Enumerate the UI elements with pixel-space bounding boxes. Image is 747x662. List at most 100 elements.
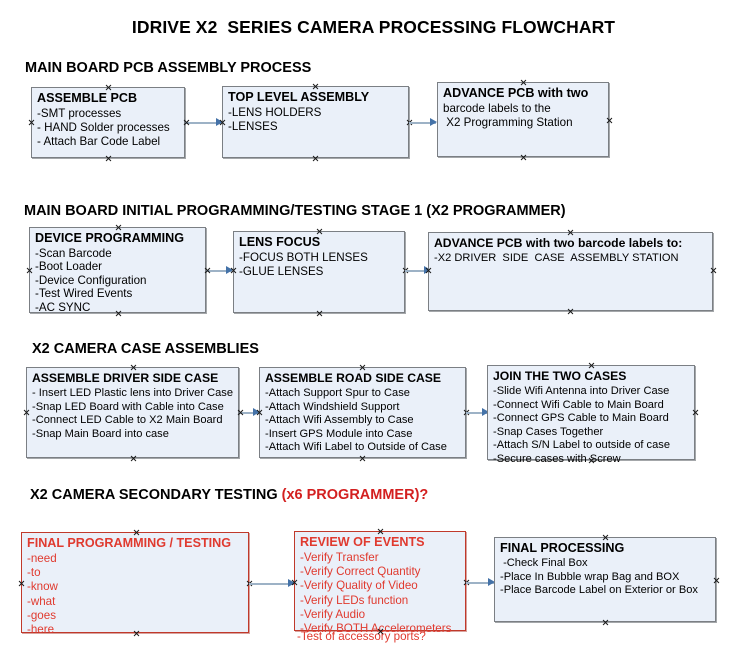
box-line: -Attach Support Spur to Case (265, 387, 410, 399)
box-final-processing[interactable]: FINAL PROCESSING -Check Final Box -Place… (494, 537, 716, 622)
section-header-main-board-pcb-assembly-process: MAIN BOARD PCB ASSEMBLY PROCESS (25, 60, 312, 76)
connector-device-programming-to-lens-focus (206, 270, 232, 272)
box-line: -Insert GPS Module into Case (265, 427, 413, 440)
page-title: IDRIVE X2 SERIES CAMERA PROCESSING FLOWC… (131, 17, 616, 37)
box-line: -Verify Correct Quantity (300, 565, 421, 579)
box-line: -Test Wired Events (35, 287, 133, 301)
box-title: FINAL PROGRAMMING / TESTING (27, 536, 232, 550)
box-line: -LENSES (228, 120, 278, 134)
section-header-accent: (x6 PROGRAMMER)? (281, 487, 429, 503)
box-title: ASSEMBLE ROAD SIDE CASE (265, 371, 442, 385)
box-line: -Slide Wifi Antenna into Driver Case (493, 385, 670, 397)
box-line: -to (27, 566, 41, 580)
box-line: - Attach Bar Code Label (37, 135, 161, 149)
box-body: barcode labels to the X2 Programming Sta… (443, 102, 604, 130)
box-line: -Verify Transfer (300, 551, 379, 564)
box-line: -GLUE LENSES (239, 265, 324, 279)
connector-driver-side-to-road-side (239, 412, 260, 414)
box-body: -Check Final Box -Place In Bubble wrap B… (500, 557, 711, 598)
box-line: X2 Programming Station (443, 116, 573, 130)
arrowhead-icon (482, 408, 489, 416)
box-line: -Connect Wifi Cable to Main Board (493, 398, 664, 411)
box-title: TOP LEVEL ASSEMBLY (228, 90, 370, 104)
box-title: JOIN THE TWO CASES (493, 369, 627, 383)
connector-assemble-pcb-to-top-level-assembly (185, 122, 221, 124)
box-line: -Boot Loader (35, 260, 103, 274)
box-join-the-two-cases[interactable]: JOIN THE TWO CASES -Slide Wifi Antenna i… (487, 365, 695, 465)
box-line: -X2 DRIVER SIDE CASE ASSEMBLY STATION (434, 252, 679, 264)
box-line: -Attach S/N Label to outside of case (493, 439, 670, 452)
box-line: -Attach Wifi Assembly to Case (265, 414, 414, 427)
arrowhead-icon (216, 118, 223, 126)
box-line: -Attach Windshield Support (265, 400, 400, 413)
connector-lens-focus-to-advance-pcb-driver-side (405, 270, 430, 272)
box-assemble-pcb[interactable]: ASSEMBLE PCB -SMT processes - HAND Solde… (31, 87, 185, 158)
box-line: - HAND Solder processes (37, 121, 170, 135)
section-header-text: X2 CAMERA SECONDARY TESTING (30, 487, 282, 503)
box-line: -here (27, 623, 55, 637)
box-top-level-assembly[interactable]: TOP LEVEL ASSEMBLY -LENS HOLDERS -LENSES (222, 86, 409, 158)
connector-road-side-to-join-cases (466, 412, 488, 414)
box-title: DEVICE PROGRAMMING (35, 231, 185, 245)
box-line: barcode labels to the (443, 102, 551, 115)
box-body: -LENS HOLDERS -LENSES (228, 106, 404, 134)
box-line: -LENS HOLDERS (228, 106, 322, 119)
box-line: -Secure cases with Screw (493, 452, 621, 465)
box-advance-pcb-driver-side-case[interactable]: ADVANCE PCB with two barcode labels to: … (428, 232, 713, 311)
box-line: -goes (27, 608, 57, 622)
box-line: -Verify Quality of Video (300, 579, 418, 593)
box-overflow-line: -Test of accessory ports? (297, 630, 426, 643)
box-advance-pcb-programming-station[interactable]: ADVANCE PCB with two barcode labels to t… (437, 82, 609, 157)
box-assemble-driver-side-case[interactable]: ASSEMBLE DRIVER SIDE CASE - Insert LED P… (26, 367, 239, 458)
box-title: ASSEMBLE PCB (37, 91, 138, 105)
connector-final-programming-to-review-of-events (249, 583, 294, 585)
arrowhead-icon (488, 578, 495, 586)
box-line: -Snap Cases Together (493, 425, 604, 438)
box-line: -Place In Bubble wrap Bag and BOX (500, 570, 680, 583)
box-title: ASSEMBLE DRIVER SIDE CASE (32, 371, 219, 385)
box-body: -Slide Wifi Antenna into Driver Case -Co… (493, 385, 690, 467)
box-line: -know (27, 580, 58, 594)
box-assemble-road-side-case[interactable]: ASSEMBLE ROAD SIDE CASE -Attach Support … (259, 367, 466, 458)
box-device-programming[interactable]: DEVICE PROGRAMMING -Scan Barcode -Boot L… (29, 227, 206, 314)
arrowhead-icon (226, 266, 233, 274)
box-line: -Snap Main Board into case (32, 427, 169, 440)
box-title: REVIEW OF EVENTS (300, 535, 425, 549)
box-line: -Connect GPS Cable to Main Board (493, 412, 669, 425)
box-line: -Device Configuration (35, 273, 147, 287)
box-body: -SMT processes - HAND Solder processes -… (37, 107, 180, 150)
box-body: -Attach Support Spur to Case -Attach Win… (265, 387, 461, 455)
box-line: -Snap LED Board with Cable into Case (32, 400, 224, 413)
box-line: -what (27, 594, 56, 608)
box-line: -need (27, 552, 57, 565)
connector-top-level-assembly-to-advance-pcb (409, 122, 436, 124)
arrowhead-icon (253, 408, 260, 416)
box-lens-focus[interactable]: LENS FOCUS -FOCUS BOTH LENSES -GLUE LENS… (233, 231, 405, 313)
arrowhead-icon (430, 118, 437, 126)
box-body: -FOCUS BOTH LENSES -GLUE LENSES (239, 251, 400, 279)
box-title: FINAL PROCESSING (500, 541, 625, 555)
box-body: -X2 DRIVER SIDE CASE ASSEMBLY STATION (434, 252, 708, 266)
box-line: -Verify Audio (300, 607, 366, 621)
arrowhead-icon (424, 266, 431, 274)
box-line: -SMT processes (37, 107, 122, 120)
section-header-x2-camera-case-assemblies: X2 CAMERA CASE ASSEMBLIES (32, 341, 259, 357)
box-line: -Check Final Box (500, 557, 588, 569)
box-body: -Scan Barcode -Boot Loader -Device Confi… (35, 247, 201, 314)
box-body: -need -to -know -what -goes -here (27, 552, 244, 637)
box-body: -Verify Transfer -Verify Correct Quantit… (300, 551, 461, 636)
box-line: -Connect LED Cable to X2 Main Board (32, 414, 223, 427)
box-title: ADVANCE PCB with two barcode labels to: (434, 236, 683, 250)
box-line: -Attach Wifi Label to Outside of Case (265, 441, 447, 454)
connector-review-of-events-to-final-processing (466, 582, 494, 584)
box-title: LENS FOCUS (239, 235, 321, 249)
section-header-main-board-initial-programming: MAIN BOARD INITIAL PROGRAMMING/TESTING S… (24, 203, 566, 219)
box-title: ADVANCE PCB with two (443, 86, 589, 100)
box-line: -Verify BOTH Accelerometers (300, 622, 452, 636)
box-review-of-events[interactable]: REVIEW OF EVENTS -Verify Transfer -Verif… (294, 531, 466, 635)
box-line: -FOCUS BOTH LENSES (239, 251, 368, 264)
arrowhead-icon (288, 579, 295, 587)
box-line: -Scan Barcode (35, 247, 112, 260)
box-final-programming-testing[interactable]: FINAL PROGRAMMING / TESTING -need -to -k… (21, 532, 249, 636)
